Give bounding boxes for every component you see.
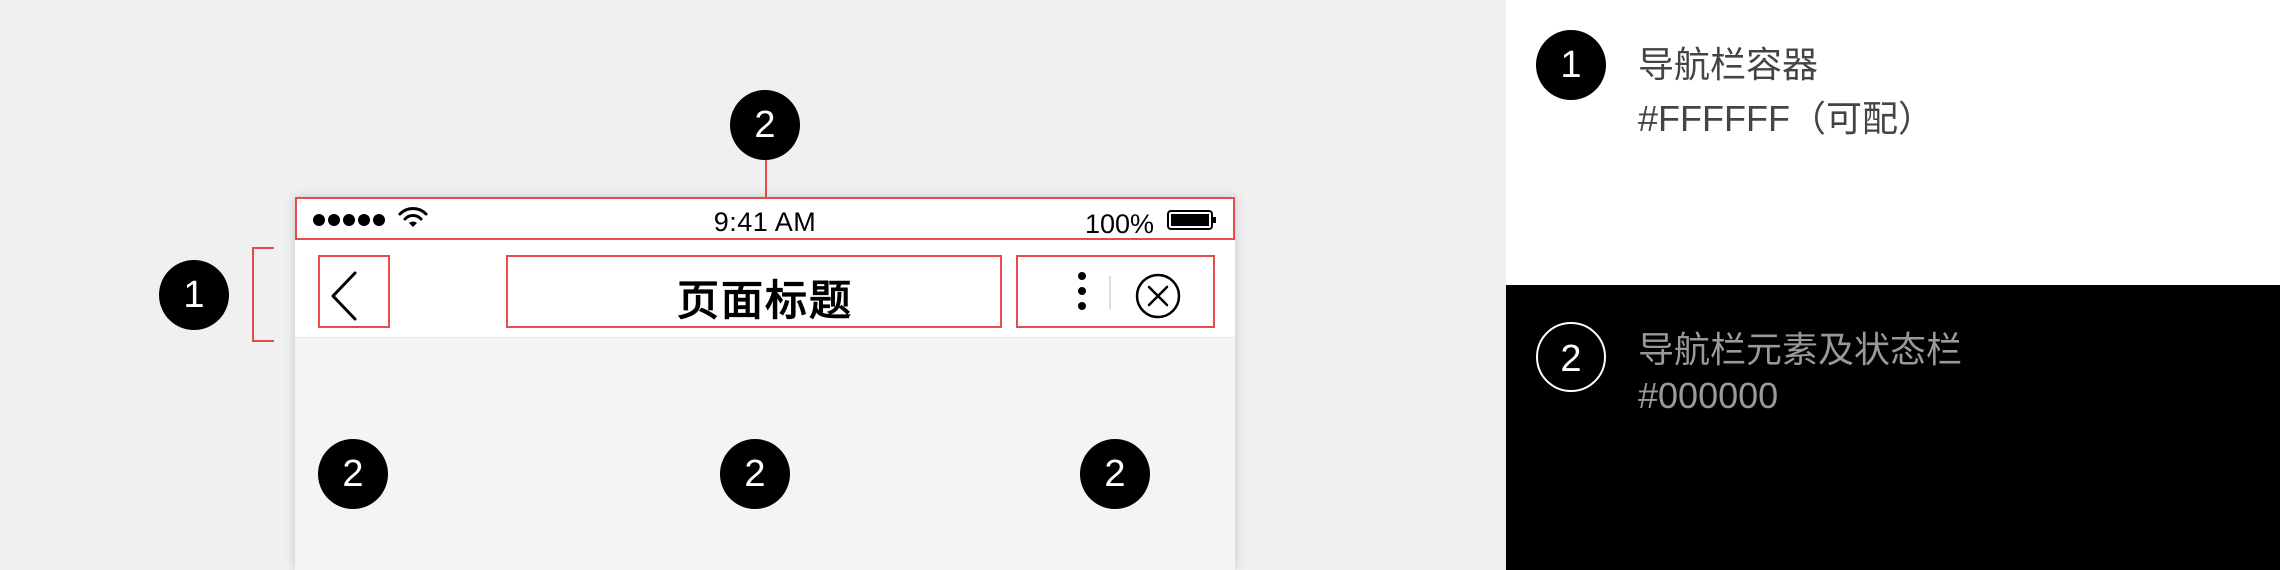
status-bar: 9:41 AM 100% [295,197,1235,240]
legend-badge: 2 [1536,322,1606,392]
legend-title: 导航栏元素及状态栏 [1638,329,1963,370]
legend-subtitle: #000000 [1638,375,1779,416]
connector-line-statusbar [765,160,767,198]
legend-item-elements: 2 导航栏元素及状态栏 #000000 [1506,285,2280,570]
highlight-title [506,255,1002,328]
chevron-left-icon[interactable] [329,271,359,321]
legend-item-container: 1 导航栏容器 #FFFFFF（可配） [1506,0,2280,285]
phone-screen: 9:41 AM 100% 页面标题 [295,197,1235,570]
signal-strength-icon [313,214,385,227]
page-title: 页面标题 [676,277,853,324]
badge-title: 2 [720,439,790,509]
battery-percent: 100% [1085,209,1155,239]
highlight-back-button [318,255,390,328]
badge-actions: 2 [1080,439,1150,509]
highlight-statusbar [295,197,1235,240]
more-vertical-icon[interactable] [1062,266,1102,316]
navbar-bracket [252,247,274,342]
close-circle-icon[interactable] [1133,271,1183,321]
badge-statusbar: 2 [730,90,800,160]
status-time: 9:41 AM [713,207,817,237]
nav-action-divider [1109,276,1111,309]
highlight-actions [1016,255,1215,328]
legend-subtitle: #FFFFFF（可配） [1638,98,1934,139]
badge-container: 1 [159,260,229,330]
badge-back: 2 [318,439,388,509]
battery-icon [1167,210,1216,230]
legend-title: 导航栏容器 [1638,44,1819,85]
legend-badge: 1 [1536,30,1606,100]
wifi-icon [398,207,428,227]
